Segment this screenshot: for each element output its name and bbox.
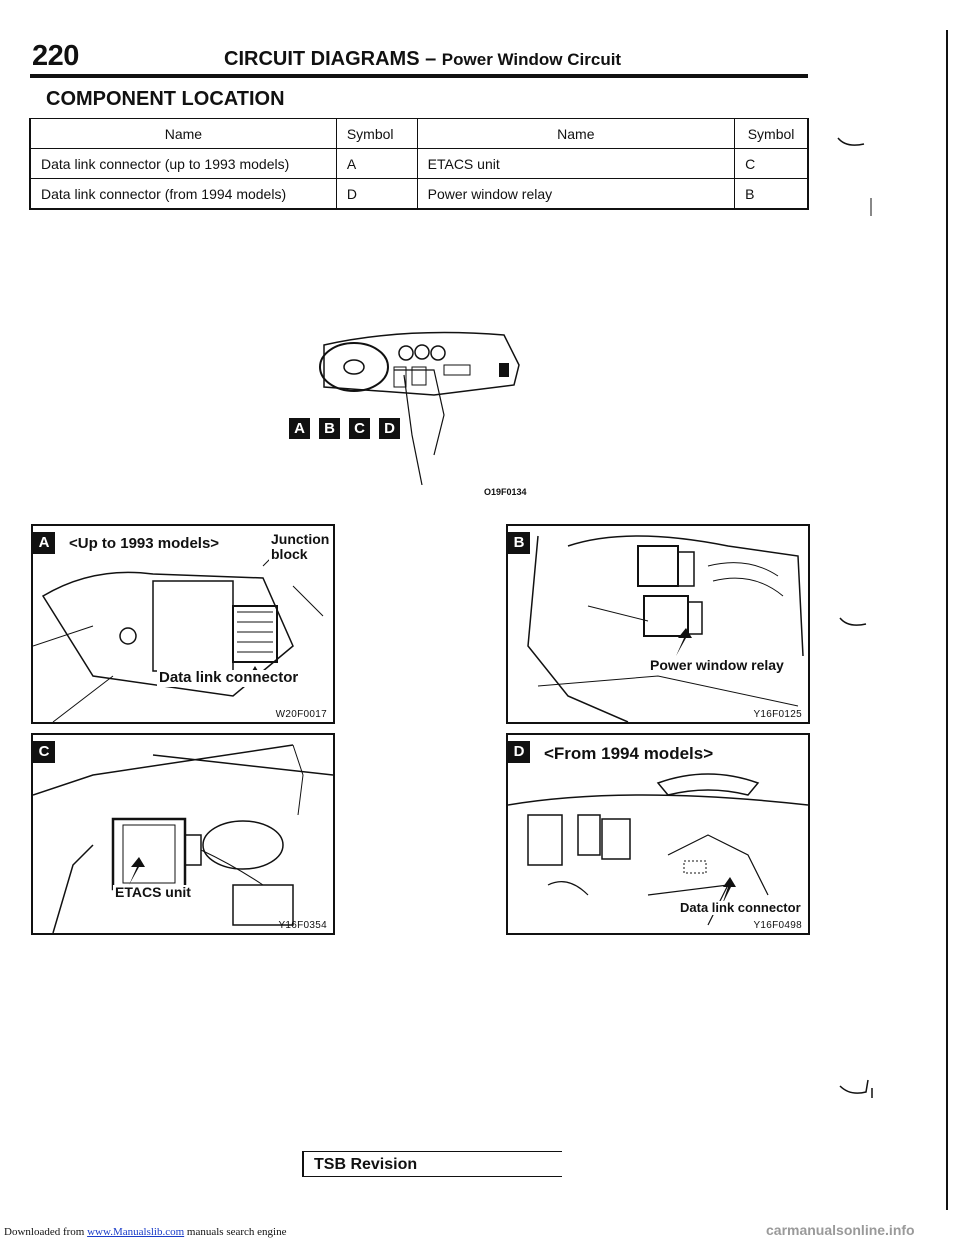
section-title: COMPONENT LOCATION <box>46 88 285 110</box>
table-header-symbol-2: Symbol <box>734 118 810 149</box>
header-title: CIRCUIT DIAGRAMS – Power Window Circuit <box>224 48 621 71</box>
figure-a-badge: A <box>33 532 55 554</box>
overview-symbol-b: B <box>319 418 340 439</box>
footer: Downloaded from www.Manualslib.com manua… <box>4 1226 286 1238</box>
page-number: 220 <box>32 40 79 72</box>
header-dash: – <box>425 48 437 70</box>
figure-b-badge: B <box>508 532 530 554</box>
component-table: Name Symbol Name Symbol Data link connec… <box>28 118 810 210</box>
margin-tick-mark <box>870 198 872 216</box>
figure-b-code: Y16F0125 <box>753 709 802 720</box>
margin-tick-mark <box>839 617 867 626</box>
table-header-name-1: Name <box>28 118 337 149</box>
dashboard-overview-illustration <box>319 331 520 485</box>
header-subtitle: Power Window Circuit <box>441 50 622 69</box>
table-cell-symbol: D <box>335 178 418 210</box>
header-title-main: CIRCUIT DIAGRAMS <box>224 48 420 70</box>
figure-d-caption: <From 1994 models> <box>542 744 716 764</box>
page-right-rule <box>946 30 948 1210</box>
footer-link[interactable]: www.Manualslib.com <box>87 1226 185 1238</box>
table-header-name-2: Name <box>416 118 735 149</box>
figure-d-illustration <box>508 773 808 926</box>
figure-c: C ETACS unit Y16F0354 <box>31 733 335 935</box>
header-rule <box>30 74 808 78</box>
footer-suffix: manuals search engine <box>186 1226 287 1238</box>
figure-a: A <Up to 1993 models> Junction block Dat… <box>31 524 335 724</box>
table-cell-symbol: C <box>734 148 810 179</box>
overview-figure-code: O19F0134 <box>484 487 527 497</box>
watermark: carmanualsonline.info <box>766 1222 915 1238</box>
table-cell-name: Data link connector (up to 1993 models) <box>28 148 337 179</box>
figure-a-code: W20F0017 <box>275 709 327 720</box>
table-header-row: Name Symbol Name Symbol <box>28 118 810 149</box>
figure-c-code: Y16F0354 <box>278 920 327 931</box>
figure-b: B Power window relay Y16F0125 <box>506 524 810 724</box>
figure-c-badge: C <box>33 741 55 763</box>
figure-a-data-link-connector-label: Data link connector <box>157 669 301 687</box>
margin-tick-mark <box>837 137 865 146</box>
tsb-revision-box: TSB Revision <box>302 1151 562 1177</box>
overview-symbol-a: A <box>289 418 310 439</box>
figure-a-junction-block-label: Junction block <box>269 531 333 563</box>
margin-tick-mark <box>839 1079 873 1098</box>
table-cell-symbol: B <box>734 178 810 210</box>
figure-d-code: Y16F0498 <box>753 920 802 931</box>
figure-d: D <From 1994 models> Data link connector… <box>506 733 810 935</box>
table-cell-name: Power window relay <box>416 178 735 210</box>
table-header-symbol-1: Symbol <box>335 118 418 149</box>
figure-a-caption: <Up to 1993 models> <box>67 535 222 553</box>
figure-d-badge: D <box>508 741 530 763</box>
table-cell-name: Data link connector (from 1994 models) <box>28 178 337 210</box>
figure-d-data-link-connector-label: Data link connector <box>678 900 803 916</box>
table-row: Data link connector (from 1994 models) D… <box>28 178 810 210</box>
table-row: Data link connector (up to 1993 models) … <box>28 148 810 179</box>
table-cell-name: ETACS unit <box>416 148 735 179</box>
figure-c-etacs-unit-label: ETACS unit <box>113 884 193 901</box>
figure-b-illustration <box>527 535 804 722</box>
table-cell-symbol: A <box>335 148 418 179</box>
overview-symbol-c: C <box>349 418 370 439</box>
footer-prefix: Downloaded from <box>4 1226 85 1238</box>
figure-c-illustration <box>33 744 333 933</box>
figure-b-power-window-relay-label: Power window relay <box>648 657 786 674</box>
overview-symbol-d: D <box>379 418 400 439</box>
